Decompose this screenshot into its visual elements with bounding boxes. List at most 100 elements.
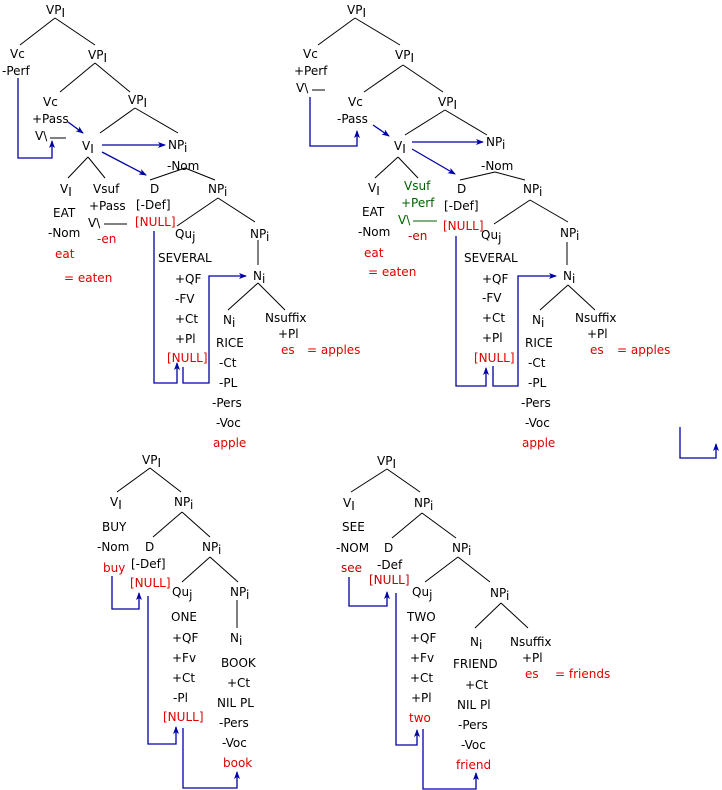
movement-arrows bbox=[348, 577, 479, 790]
tree-labels: VPI Vc -Perf VPI Vc +Pass V\ VPI VI NPi … bbox=[2, 3, 360, 450]
lexeme-several: SEVERAL bbox=[464, 251, 518, 265]
node-v-leaf: VI bbox=[60, 182, 72, 199]
node-np: NPi bbox=[230, 585, 249, 602]
feature-def: [-Def] bbox=[131, 557, 166, 571]
feature: NIL Pl bbox=[457, 698, 491, 712]
node-vp-root: VPI bbox=[347, 3, 366, 20]
feature: +Fv bbox=[410, 651, 434, 665]
lexeme-rice: RICE bbox=[525, 336, 553, 350]
node-v: VI bbox=[343, 496, 355, 513]
node-vc: Vc bbox=[348, 95, 363, 109]
node-vsuf: Vsuf bbox=[404, 179, 431, 193]
result-apples: = apples bbox=[617, 343, 670, 357]
null-quantifier: [NULL] bbox=[474, 351, 515, 365]
null-quantifier: [NULL] bbox=[167, 351, 208, 365]
feature-nom: -Nom bbox=[167, 159, 199, 173]
node-nsuffix: Nsuffix bbox=[265, 311, 307, 325]
suffix-en: -en bbox=[408, 229, 427, 243]
node-qu: Quj bbox=[412, 585, 432, 602]
tree-edges bbox=[116, 467, 239, 628]
null-determiner: [NULL] bbox=[130, 576, 171, 590]
lexeme-eat: EAT bbox=[53, 206, 76, 220]
feature-def: [-Def] bbox=[444, 199, 479, 213]
feature-def: [-Def] bbox=[136, 198, 171, 212]
tree-see-two-friends: VPI VI SEE -NOM see NPi D -Def [NULL] NP… bbox=[336, 454, 610, 790]
feature: +Pl bbox=[411, 691, 432, 705]
lexeme-one: ONE bbox=[171, 610, 197, 624]
node-v-leaf: VI bbox=[368, 181, 380, 198]
node-v: VI bbox=[82, 139, 94, 156]
lexeme-eat: EAT bbox=[362, 205, 385, 219]
feature: -Pers bbox=[219, 716, 249, 730]
feature: +Ct bbox=[172, 671, 195, 685]
feature: +Ct bbox=[175, 312, 198, 326]
surface-form-eat: eat bbox=[55, 247, 75, 261]
feature-pl: +Pl bbox=[278, 327, 299, 341]
feature: NIL PL bbox=[217, 696, 254, 710]
feature: -Ct bbox=[219, 356, 237, 370]
feature-nom: -Nom bbox=[481, 159, 513, 173]
node-n: Ni bbox=[253, 269, 265, 286]
surface-form-buy: buy bbox=[103, 561, 125, 575]
node-qu: Quj bbox=[172, 585, 192, 602]
feature: +Pl bbox=[175, 332, 196, 346]
feature-pass: +Pass bbox=[32, 112, 69, 126]
slot-v: V\ bbox=[398, 213, 411, 227]
node-np: NPi bbox=[414, 496, 433, 513]
lexeme-buy: BUY bbox=[102, 520, 127, 534]
surface-form-two: two bbox=[409, 711, 431, 725]
stray-arrow bbox=[679, 427, 719, 459]
node-vc: Vc bbox=[303, 47, 318, 61]
null-determiner: [NULL] bbox=[135, 215, 176, 229]
feature: -FV bbox=[482, 291, 502, 305]
suffix-es: es bbox=[525, 667, 539, 681]
feature: -Pers bbox=[212, 396, 242, 410]
node-d: D bbox=[150, 182, 159, 196]
feature: -Voc bbox=[525, 416, 550, 430]
node-d: D bbox=[384, 541, 393, 555]
lexeme-rice: RICE bbox=[216, 336, 244, 350]
feature: +Fv bbox=[172, 651, 196, 665]
node-qu: Quj bbox=[481, 228, 501, 245]
lexeme-see: SEE bbox=[342, 520, 365, 534]
tree-labels: VPI Vc +Perf V\ VPI Vc -Pass VPI VI NPi … bbox=[294, 3, 670, 450]
node-d: D bbox=[145, 540, 154, 554]
tree-labels: VPI VI SEE -NOM see NPi D -Def [NULL] NP… bbox=[336, 454, 610, 772]
node-np: NPi bbox=[174, 495, 193, 512]
feature: -Pers bbox=[521, 396, 551, 410]
feature: +QF bbox=[175, 272, 202, 286]
surface-form-friend: friend bbox=[456, 758, 491, 772]
movement-arrows bbox=[309, 97, 557, 387]
feature: +Ct bbox=[482, 311, 505, 325]
feature: +QF bbox=[172, 631, 199, 645]
tree-labels: VPI VI BUY -Nom buy NPi D [-Def] [NULL] … bbox=[97, 453, 257, 770]
feature-nom: -Nom bbox=[97, 540, 129, 554]
feature-nom: -NOM bbox=[336, 541, 369, 555]
feature: -PL bbox=[528, 376, 547, 390]
lexeme-book: BOOK bbox=[221, 656, 257, 670]
feature: -Voc bbox=[222, 736, 247, 750]
feature-pass: -Pass bbox=[337, 112, 368, 126]
node-np: NPi bbox=[560, 226, 579, 243]
tree-buy-one-book: VPI VI BUY -Nom buy NPi D [-Def] [NULL] … bbox=[97, 453, 257, 789]
node-nsuffix: Nsuffix bbox=[510, 635, 552, 649]
null-quantifier: [NULL] bbox=[163, 710, 204, 724]
movement-arrows bbox=[17, 78, 247, 384]
feature-nom: -Nom bbox=[358, 225, 390, 239]
surface-form-eat: eat bbox=[364, 246, 384, 260]
node-vp: VPI bbox=[88, 48, 107, 65]
result-eaten: = eaten bbox=[368, 265, 416, 279]
suffix-es: es bbox=[281, 343, 295, 357]
feature: -FV bbox=[175, 292, 195, 306]
feature: -Pl bbox=[173, 691, 188, 705]
surface-form-see: see bbox=[341, 561, 362, 575]
node-v: VI bbox=[394, 139, 406, 156]
result-apples: = apples bbox=[307, 343, 360, 357]
tree-edges bbox=[19, 17, 286, 311]
node-np: NPi bbox=[202, 540, 221, 557]
suffix-en: -en bbox=[97, 232, 116, 246]
feature-def: -Def bbox=[377, 558, 403, 572]
feature: -Voc bbox=[216, 416, 241, 430]
slot-v: V\ bbox=[88, 216, 101, 230]
